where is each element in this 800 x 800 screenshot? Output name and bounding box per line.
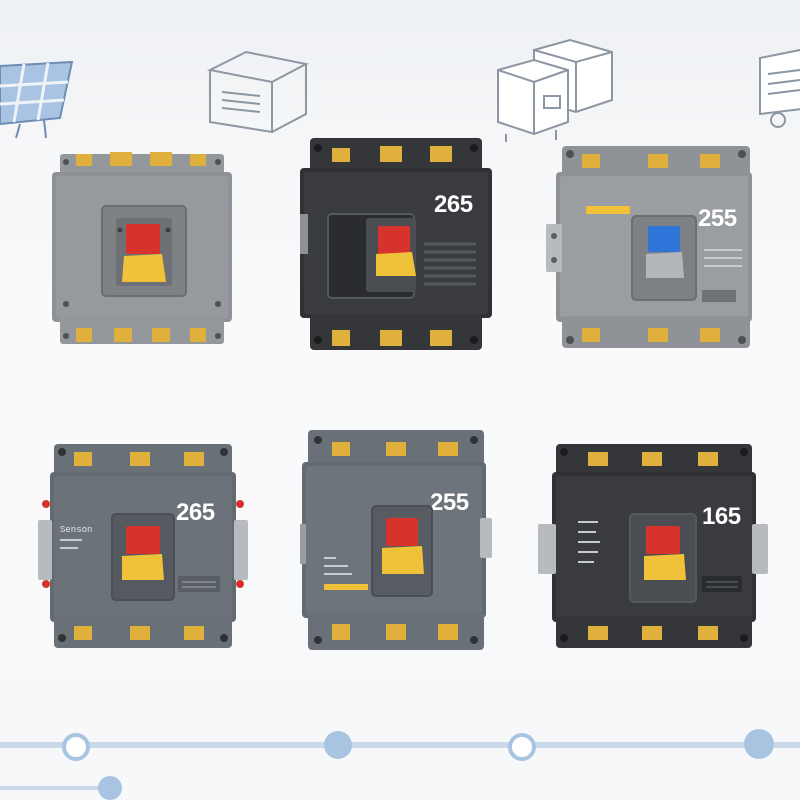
circuit-breaker-1 xyxy=(52,146,232,350)
generator-cart-icon xyxy=(750,44,800,137)
node-marker xyxy=(62,733,90,761)
node-marker xyxy=(98,776,122,800)
rating-label: 255 xyxy=(430,489,469,516)
brand-label: Senson xyxy=(60,525,92,535)
circuit-breaker-2: 265 xyxy=(300,134,492,354)
connection-line xyxy=(0,742,800,748)
node-marker xyxy=(324,731,352,759)
node-marker xyxy=(508,733,536,761)
circuit-breaker-6: 165 xyxy=(538,440,768,652)
circuit-breaker-4: Senson 265 xyxy=(38,440,248,652)
rating-label: 255 xyxy=(698,205,737,232)
rating-label: 265 xyxy=(176,499,215,526)
connection-line-lower xyxy=(0,786,110,790)
circuit-breaker-5: 255 xyxy=(300,428,492,654)
server-box-icon xyxy=(206,48,310,139)
node-marker xyxy=(744,729,774,759)
background-band xyxy=(0,0,800,140)
solar-panel-icon xyxy=(0,58,80,143)
rating-label: 265 xyxy=(434,191,473,218)
circuit-breaker-3: 255 xyxy=(546,140,756,352)
generator-icon xyxy=(494,38,618,147)
rating-label: 165 xyxy=(702,503,741,530)
